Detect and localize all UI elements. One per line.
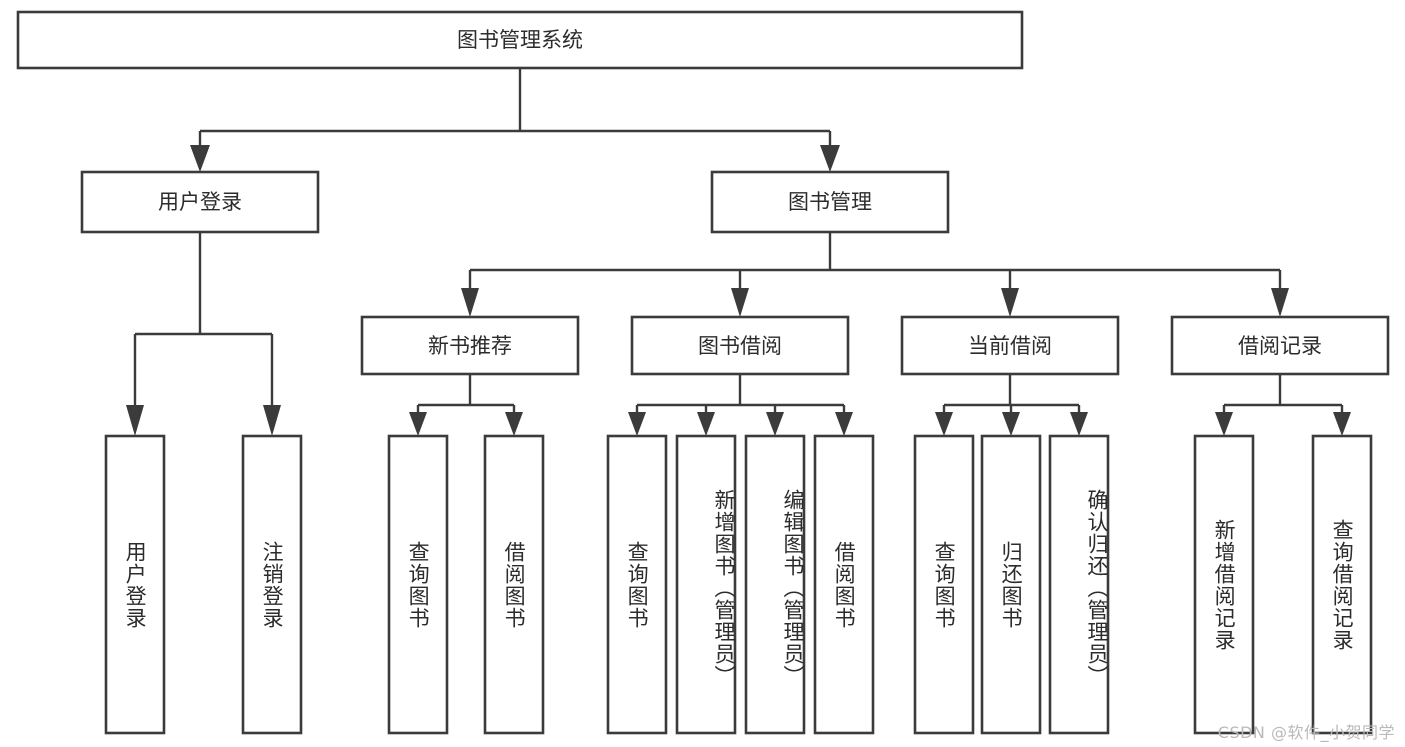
node-current-borrow[interactable]: [900, 315, 1120, 376]
arrow-head-icon: [628, 412, 646, 436]
arrow-head-icon: [731, 288, 749, 317]
connector-current-borrow-to-leaves: [935, 374, 1088, 436]
label-book-management: 图书管理: [788, 190, 872, 214]
label-new-book-recommend: 新书推荐: [428, 334, 512, 358]
watermark-credit: CSDN @软件_小贺同学: [1217, 723, 1395, 742]
node-new-book-recommend[interactable]: [360, 315, 580, 376]
label-borrow-record: 借阅记录: [1238, 334, 1322, 358]
node-leaf-return-book[interactable]: [980, 434, 1042, 735]
node-user-login[interactable]: [80, 170, 320, 234]
arrow-head-icon: [820, 145, 840, 172]
node-book-borrow[interactable]: [630, 315, 850, 376]
node-leaf-query-book-current[interactable]: [913, 434, 975, 735]
node-leaf-query-borrow-record[interactable]: [1311, 434, 1373, 735]
node-leaf-add-borrow-record[interactable]: [1193, 434, 1255, 735]
label-book-borrow: 图书借阅: [698, 334, 782, 358]
connector-user-login-to-leaves: [126, 232, 281, 436]
connector-root-to-level1: [190, 68, 840, 172]
node-book-management[interactable]: [710, 170, 950, 234]
node-leaf-logout[interactable]: [241, 434, 303, 735]
arrow-head-icon: [1333, 412, 1351, 436]
arrow-head-icon: [505, 412, 523, 436]
node-root-book-management-system[interactable]: [16, 10, 1024, 70]
arrow-head-icon: [461, 288, 479, 317]
arrow-head-icon: [1271, 288, 1289, 317]
arrow-head-icon: [697, 412, 715, 436]
connector-book-borrow-to-leaves: [628, 374, 853, 436]
arrow-head-icon: [766, 412, 784, 436]
node-leaf-borrow-book-recommend[interactable]: [483, 434, 545, 735]
connector-book-mgmt-to-level2: [461, 232, 1289, 317]
arrow-head-icon: [1001, 288, 1019, 317]
label-user-login: 用户登录: [158, 190, 242, 214]
label-current-borrow: 当前借阅: [968, 334, 1052, 358]
arrow-head-icon: [935, 412, 953, 436]
arrow-head-icon: [409, 412, 427, 436]
connector-new-book-to-leaves: [409, 374, 523, 436]
arrow-head-icon: [1002, 412, 1020, 436]
arrow-head-icon: [263, 405, 281, 436]
arrow-head-icon: [1215, 412, 1233, 436]
connector-borrow-record-to-leaves: [1215, 374, 1351, 436]
arrow-head-icon: [126, 405, 144, 436]
node-leaf-add-book-admin[interactable]: [675, 434, 737, 735]
arrow-head-icon: [1070, 412, 1088, 436]
label-root-book-management-system: 图书管理系统: [457, 28, 583, 52]
node-leaf-borrow-book[interactable]: [813, 434, 875, 735]
node-leaf-confirm-return-admin[interactable]: [1048, 434, 1110, 735]
node-leaf-query-book-borrow[interactable]: [606, 434, 668, 735]
node-borrow-record[interactable]: [1170, 315, 1390, 376]
node-leaf-edit-book-admin[interactable]: [744, 434, 806, 735]
arrow-head-icon: [190, 145, 210, 172]
node-leaf-query-book-recommend[interactable]: [387, 434, 449, 735]
node-leaf-user-login[interactable]: [104, 434, 166, 735]
arrow-head-icon: [835, 412, 853, 436]
